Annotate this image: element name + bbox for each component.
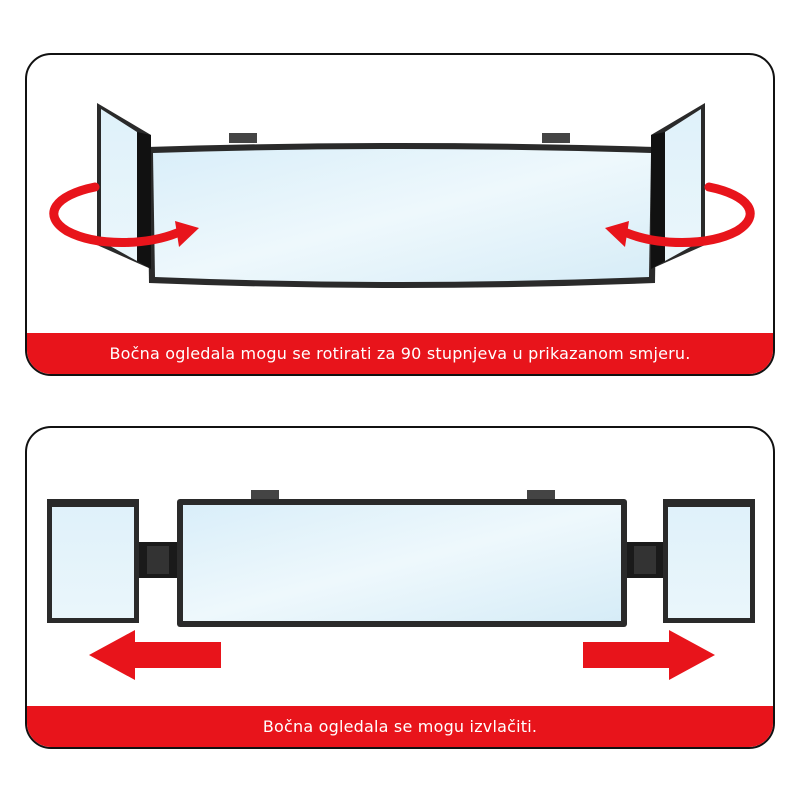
arrow-right-icon	[583, 630, 715, 680]
mount-tab	[527, 490, 555, 500]
right-side-mirror-glass	[668, 507, 750, 618]
rotate-arrow-left-icon	[49, 182, 199, 247]
center-mirror-glass	[183, 505, 621, 621]
rotate-arrow-right-icon	[605, 182, 755, 247]
extend-caption: Bočna ogledala se mogu izvlačiti.	[27, 706, 773, 747]
extend-panel: Bočna ogledala se mogu izvlačiti.	[25, 426, 775, 749]
left-side-mirror-glass	[52, 507, 134, 618]
left-side-mirror-glass	[101, 109, 137, 261]
mount-tab	[251, 490, 279, 500]
mount-tab	[542, 133, 570, 143]
extending-mirror-illustration	[47, 490, 755, 680]
arrow-left-icon	[89, 630, 221, 680]
rotate-panel: Bočna ogledala mogu se rotirati za 90 st…	[25, 53, 775, 376]
mount-tab	[229, 133, 257, 143]
rotating-mirror-illustration	[49, 103, 755, 288]
rotate-caption: Bočna ogledala mogu se rotirati za 90 st…	[27, 333, 773, 374]
center-mirror-glass	[153, 149, 651, 282]
right-side-mirror-glass	[665, 109, 701, 261]
